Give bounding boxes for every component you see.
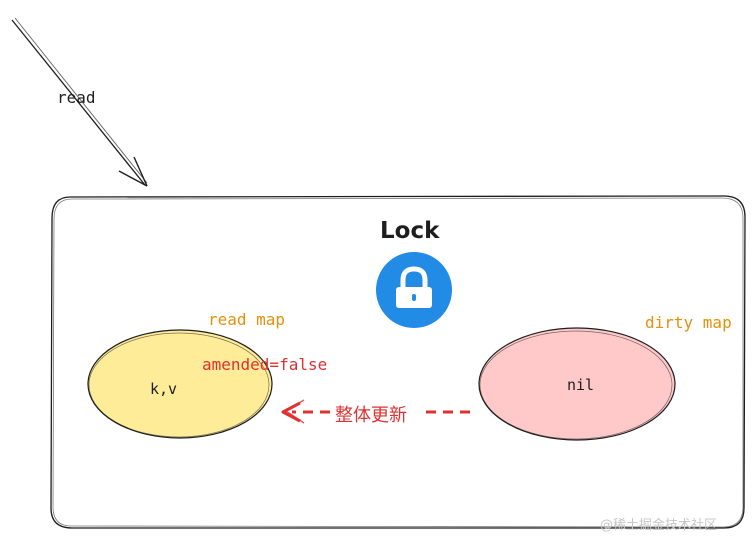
read-label: read: [57, 88, 96, 107]
lock-icon: [376, 252, 452, 328]
read-arrow: [11, 17, 148, 187]
dirty-map-ellipse: [478, 327, 676, 441]
dirty-map-label: dirty map: [645, 313, 732, 332]
amended-label: amended=false: [202, 355, 328, 374]
read-map-ellipse: [87, 329, 273, 439]
read-map-content: k,v: [150, 380, 178, 398]
read-map-label: read map: [208, 310, 286, 329]
update-label: 整体更新: [335, 405, 407, 426]
watermark: @稀土掘金技术社区: [600, 518, 718, 533]
lock-title: Lock: [380, 218, 440, 244]
dirty-map-content: nil: [567, 376, 595, 394]
update-arrow: [281, 399, 470, 424]
container-box: [50, 195, 746, 529]
